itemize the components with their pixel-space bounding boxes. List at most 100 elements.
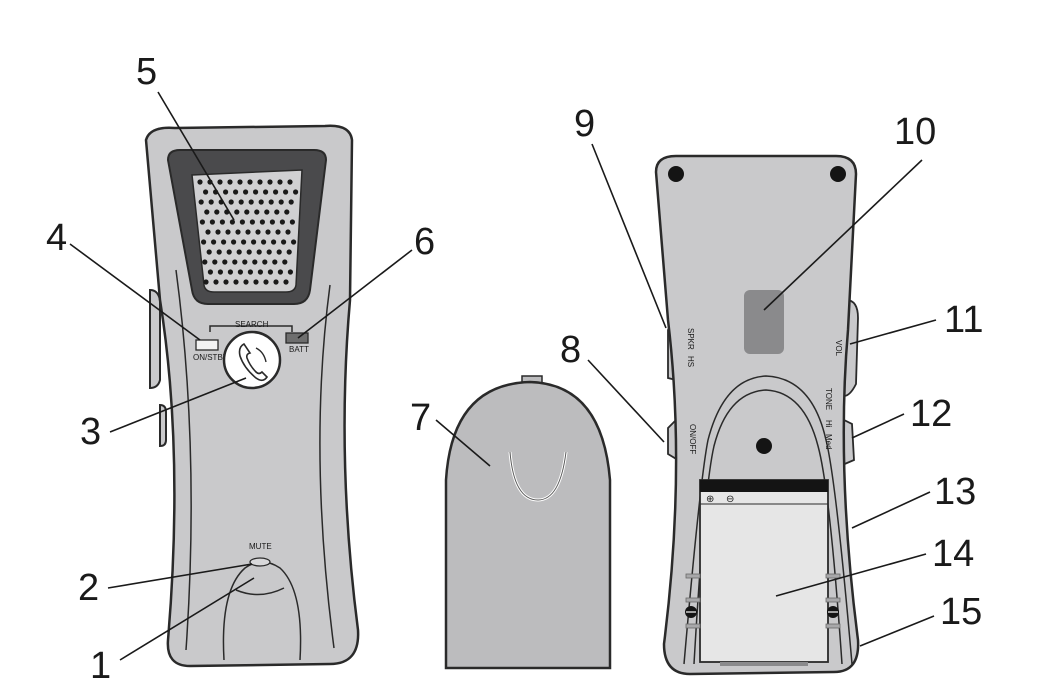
speaker-hole <box>284 209 290 215</box>
on-stby-label: ON/STBY <box>193 353 229 362</box>
speaker-hole <box>277 179 283 185</box>
side-bump-upper-left <box>149 288 161 390</box>
callout-4: 4 <box>46 217 67 259</box>
belt-clip <box>444 375 612 670</box>
callout-2: 2 <box>78 567 99 609</box>
speaker-hole <box>223 279 229 285</box>
tone-label: TONE <box>824 388 833 410</box>
speaker-hole <box>268 199 274 205</box>
speaker-hole <box>241 239 247 245</box>
speaker-hole <box>228 199 234 205</box>
speaker-hole <box>273 279 279 285</box>
battery-latches <box>685 573 841 629</box>
speaker-hole <box>244 209 250 215</box>
speaker-hole <box>213 279 219 285</box>
leader-10 <box>763 159 923 311</box>
speaker-hole <box>248 199 254 205</box>
speaker-hole <box>199 219 205 225</box>
speaker-hole <box>252 259 258 265</box>
speaker-hole <box>197 179 203 185</box>
speaker-hole <box>247 179 253 185</box>
speaker-hole <box>287 269 293 275</box>
speaker-hole <box>245 229 251 235</box>
phone-button[interactable] <box>222 330 282 390</box>
speaker-hole <box>227 269 233 275</box>
speaker-hole <box>232 259 238 265</box>
handset-back: ⊕ ⊖ SPKR HS ON/OFF VOL TONE Hi Med <box>654 154 860 676</box>
speaker-hole <box>239 219 245 225</box>
speaker-hole <box>214 209 220 215</box>
speaker-hole <box>212 259 218 265</box>
belt-clip-groove-edge <box>509 451 567 501</box>
callout-9: 9 <box>574 103 595 145</box>
speaker-hole <box>271 239 277 245</box>
on-off-label: ON/OFF <box>688 424 697 454</box>
speaker-hole <box>238 199 244 205</box>
callout-6: 6 <box>414 221 435 263</box>
speaker-hole <box>227 179 233 185</box>
speaker-hole <box>206 249 212 255</box>
leader-13 <box>851 491 931 529</box>
speaker-hole <box>256 249 262 255</box>
callout-11: 11 <box>944 299 983 341</box>
leader-4 <box>69 243 201 341</box>
callout-10: 10 <box>894 111 936 153</box>
speaker-hole <box>233 189 239 195</box>
speaker-hole <box>254 209 260 215</box>
speaker-hole <box>282 259 288 265</box>
leader-2 <box>107 563 253 589</box>
speaker-hole <box>267 269 273 275</box>
speaker-hole <box>237 269 243 275</box>
leader-lines <box>69 91 937 661</box>
speaker-hole <box>198 199 204 205</box>
speaker-hole <box>259 219 265 225</box>
speaker-hole <box>265 229 271 235</box>
speaker-hole <box>275 229 281 235</box>
speaker-hole <box>246 249 252 255</box>
release-hole <box>756 438 772 454</box>
vol-label: VOL <box>834 340 843 357</box>
side-bump-lower-left <box>159 403 167 448</box>
callout-1: 1 <box>90 645 111 687</box>
speaker-hole <box>261 239 267 245</box>
speaker-hole <box>236 249 242 255</box>
speaker-hole <box>291 239 297 245</box>
label-area <box>744 290 784 354</box>
battery-pack <box>699 479 829 663</box>
speaker-hole <box>255 229 261 235</box>
speaker-hole <box>231 239 237 245</box>
belt-clip-body <box>444 380 612 670</box>
speaker-hole <box>235 229 241 235</box>
speaker-hole <box>226 249 232 255</box>
handset-front: SEARCH ON/STBY BATT MUTE <box>144 124 360 668</box>
front-inner-right-edge <box>319 284 335 649</box>
speaker-hole <box>237 179 243 185</box>
leader-1 <box>119 577 255 661</box>
speaker-hole <box>253 279 259 285</box>
speaker-hole <box>229 219 235 225</box>
speaker-hole <box>221 239 227 245</box>
speaker-hole <box>263 189 269 195</box>
spkr-label: SPKR <box>686 328 695 350</box>
speaker-hole <box>281 239 287 245</box>
speaker-holes <box>197 179 299 285</box>
callout-15: 15 <box>940 591 982 633</box>
med-label: Med <box>824 434 833 450</box>
speaker-hole <box>293 189 299 195</box>
battery-plus: ⊕ <box>706 494 714 505</box>
batt-indicator <box>285 332 309 344</box>
speaker-hole <box>272 259 278 265</box>
speaker-hole <box>276 249 282 255</box>
speaker-hole <box>201 239 207 245</box>
leader-3 <box>109 377 247 433</box>
screw-hole-left <box>668 166 684 182</box>
mute-button[interactable] <box>249 557 271 567</box>
speaker-hole <box>285 229 291 235</box>
talk-key-line <box>235 587 285 596</box>
hs-label: HS <box>686 356 695 367</box>
callout-14: 14 <box>932 533 974 575</box>
speaker-hole <box>215 229 221 235</box>
callout-5: 5 <box>136 51 157 93</box>
speaker-hole <box>216 249 222 255</box>
